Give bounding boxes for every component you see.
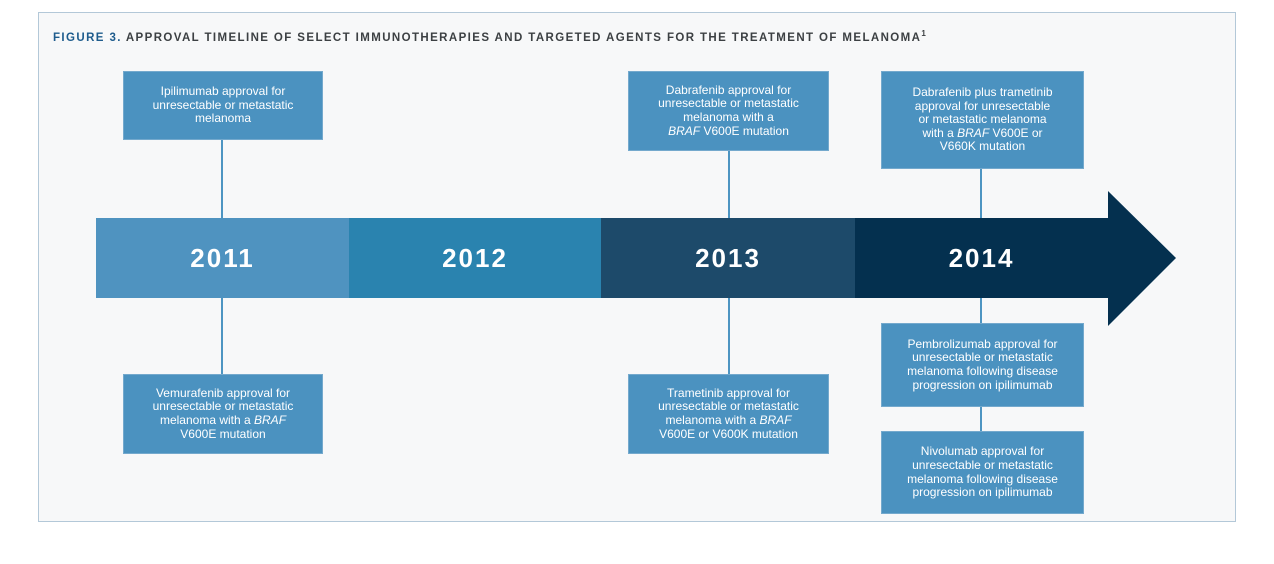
connector-ipilimumab [221, 140, 223, 218]
connector-dabrafenib-trametinib [980, 169, 982, 218]
connector-dabrafenib [728, 151, 730, 218]
connector-pembrolizumab [980, 298, 982, 323]
year-segment-2012: 2012 [349, 218, 601, 298]
figure-footnote-marker: 1 [921, 29, 926, 38]
year-segment-2013: 2013 [601, 218, 855, 298]
figure-title: FIGURE 3.APPROVAL TIMELINE OF SELECT IMM… [53, 29, 926, 44]
year-segment-2014: 2014 [855, 218, 1108, 298]
year-label: 2014 [948, 242, 1015, 273]
connector-trametinib [728, 298, 730, 374]
connector-vemurafenib [221, 298, 223, 374]
figure-title-text: APPROVAL TIMELINE OF SELECT IMMUNOTHERAP… [125, 31, 922, 44]
connector-nivolumab [980, 407, 982, 431]
timeline-arrowhead [1108, 191, 1176, 326]
year-segment-2011: 2011 [96, 218, 349, 298]
figure-panel: FIGURE 3.APPROVAL TIMELINE OF SELECT IMM… [38, 12, 1236, 522]
figure-label: FIGURE 3. [53, 31, 122, 44]
year-label: 2012 [442, 242, 508, 273]
year-label: 2013 [695, 242, 761, 273]
year-label: 2011 [190, 242, 255, 273]
